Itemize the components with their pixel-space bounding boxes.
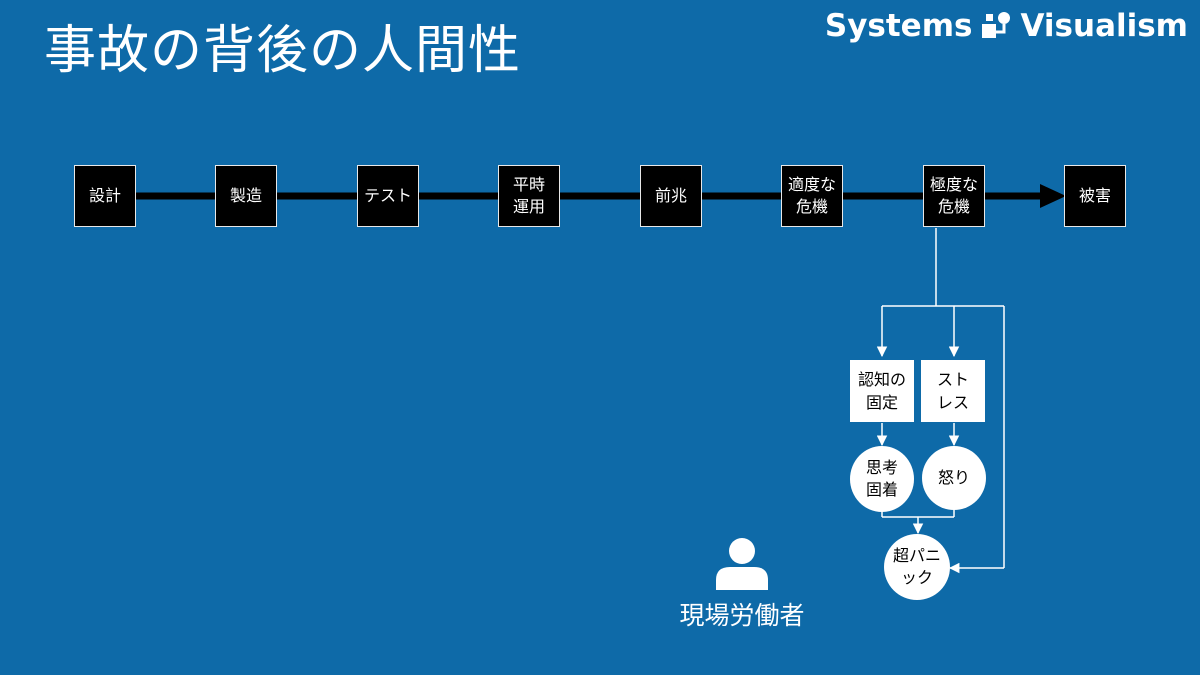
node-thought-fixation: 思考固着 xyxy=(850,446,914,512)
node-super-panic: 超パニック xyxy=(884,534,950,600)
node-stress: ストレス xyxy=(921,360,985,422)
timeline-arrowhead xyxy=(1040,184,1066,208)
reaction-branch-lines xyxy=(876,228,1005,574)
stage-moderate-crisis: 適度な危機 xyxy=(781,165,843,227)
stage-label: テスト xyxy=(363,186,412,205)
stage-precursor: 前兆 xyxy=(640,165,702,227)
stage-label: 極度な危機 xyxy=(929,175,978,216)
stage-test: テスト xyxy=(357,165,419,227)
brand-logo: Systems Visualism xyxy=(825,8,1188,44)
page-title: 事故の背後の人間性 xyxy=(44,21,522,81)
stage-label: 平時運用 xyxy=(512,175,545,216)
brand-word-systems: Systems xyxy=(824,8,973,44)
stage-label: 被害 xyxy=(1078,186,1111,205)
stage-damage: 被害 xyxy=(1064,165,1126,227)
node-anger: 怒り xyxy=(922,446,986,510)
stage-manufacturing: 製造 xyxy=(215,165,277,227)
node-cognitive-fixation: 認知の固定 xyxy=(850,360,914,422)
flowchart-logo-icon xyxy=(982,12,1011,38)
brand-word-visualism: Visualism xyxy=(1020,8,1188,44)
stage-extreme-crisis: 極度な危機 xyxy=(923,165,985,227)
stage-design: 設計 xyxy=(74,165,136,227)
stage-normal-operation: 平時運用 xyxy=(498,165,560,227)
stage-label: 製造 xyxy=(229,186,262,205)
stage-label: 適度な危機 xyxy=(787,175,836,216)
person-icon xyxy=(716,538,768,590)
worker-label: 現場労働者 xyxy=(679,601,805,630)
stage-label: 前兆 xyxy=(654,186,687,205)
stage-label: 設計 xyxy=(88,186,121,205)
